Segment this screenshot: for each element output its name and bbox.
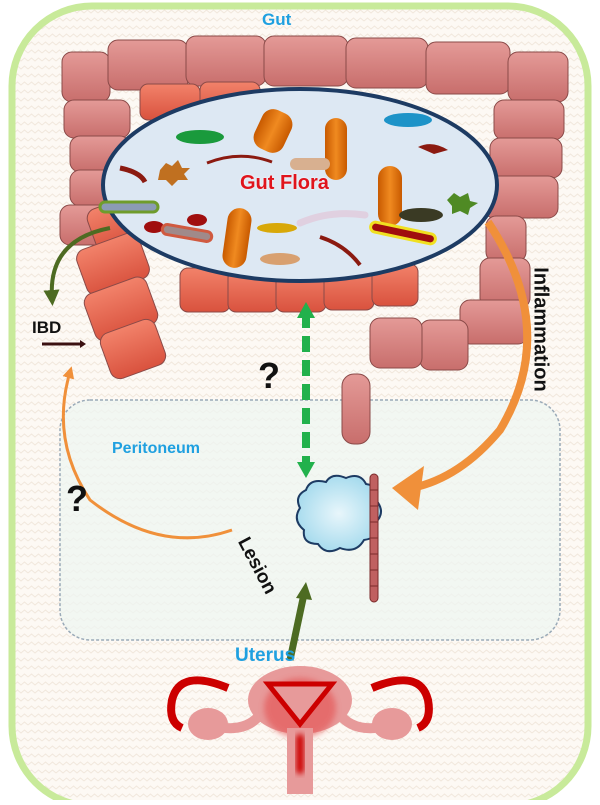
inflammation-arrow xyxy=(411,219,532,492)
gut-lesion-link-arrow xyxy=(297,302,315,478)
ibd-label: IBD xyxy=(32,318,62,337)
lesion-icon xyxy=(295,473,382,603)
colon xyxy=(59,35,569,445)
lesion-ibd-arrow xyxy=(61,366,233,540)
uterus-label: Uterus xyxy=(235,645,296,666)
gut-flora-label: Gut Flora xyxy=(240,172,329,194)
gut-title: Gut xyxy=(262,10,292,29)
uterus-lesion-arrow xyxy=(286,593,308,661)
bacteria-group xyxy=(98,109,478,268)
ibd-arrow xyxy=(43,226,111,306)
peritoneum-label: Peritoneum xyxy=(112,440,201,457)
question-mark-left: ? xyxy=(66,478,88,519)
uterus-icon xyxy=(167,666,433,794)
question-mark-upper: ? xyxy=(258,355,280,396)
inflammation-arrowhead xyxy=(392,466,424,510)
inflammation-label: Inflammation xyxy=(529,267,552,392)
